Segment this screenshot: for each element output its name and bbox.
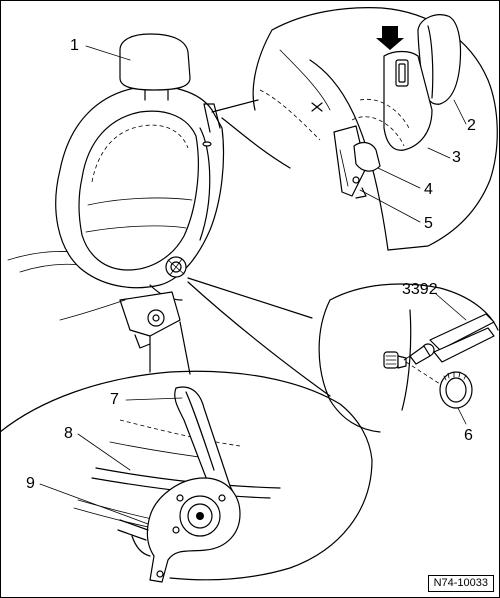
callout-6: 6 bbox=[464, 427, 473, 444]
callout-5: 5 bbox=[424, 215, 433, 232]
detail-headrest-release bbox=[211, 7, 498, 251]
callout-3392: 3392 bbox=[402, 281, 438, 298]
seat-main bbox=[7, 33, 225, 349]
callout-9: 9 bbox=[26, 475, 35, 492]
reference-code: N74-10033 bbox=[427, 575, 494, 592]
callout-7: 7 bbox=[110, 391, 119, 408]
detail-knob-removal bbox=[187, 277, 499, 433]
callout-leaders bbox=[39, 45, 467, 525]
callout-1: 1 bbox=[70, 37, 79, 54]
callout-2: 2 bbox=[467, 117, 476, 134]
detail-recliner-cover bbox=[0, 321, 373, 583]
callout-3: 3 bbox=[452, 149, 461, 166]
callout-8: 8 bbox=[64, 425, 73, 442]
callout-4: 4 bbox=[424, 181, 433, 198]
